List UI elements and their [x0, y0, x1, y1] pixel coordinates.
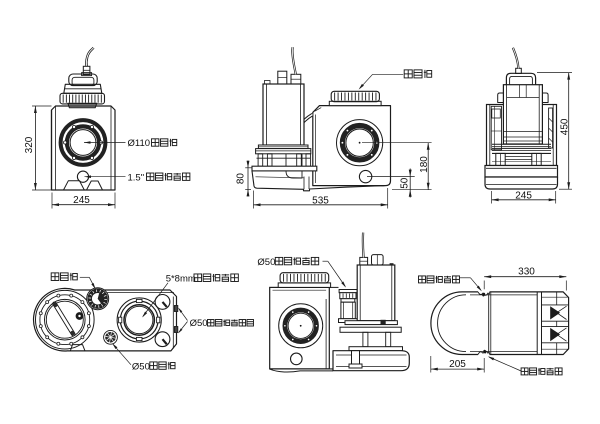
svg-text:180: 180 [419, 156, 430, 173]
svg-text:Ø50: Ø50 [132, 361, 150, 372]
svg-text:Ø50: Ø50 [257, 257, 275, 268]
svg-text:5*8mm: 5*8mm [166, 274, 196, 285]
svg-text:450: 450 [559, 118, 570, 135]
svg-text:320: 320 [24, 136, 35, 153]
svg-text:205: 205 [449, 359, 466, 370]
svg-text:330: 330 [518, 267, 535, 278]
svg-text:50: 50 [399, 177, 410, 189]
svg-text:Ø110: Ø110 [128, 138, 151, 149]
svg-text:80: 80 [236, 173, 247, 185]
svg-text:Ø50: Ø50 [190, 318, 208, 329]
svg-text:535: 535 [312, 195, 329, 206]
svg-text:1.5": 1.5" [128, 172, 145, 183]
svg-text:245: 245 [73, 195, 90, 206]
svg-text:245: 245 [515, 190, 532, 201]
